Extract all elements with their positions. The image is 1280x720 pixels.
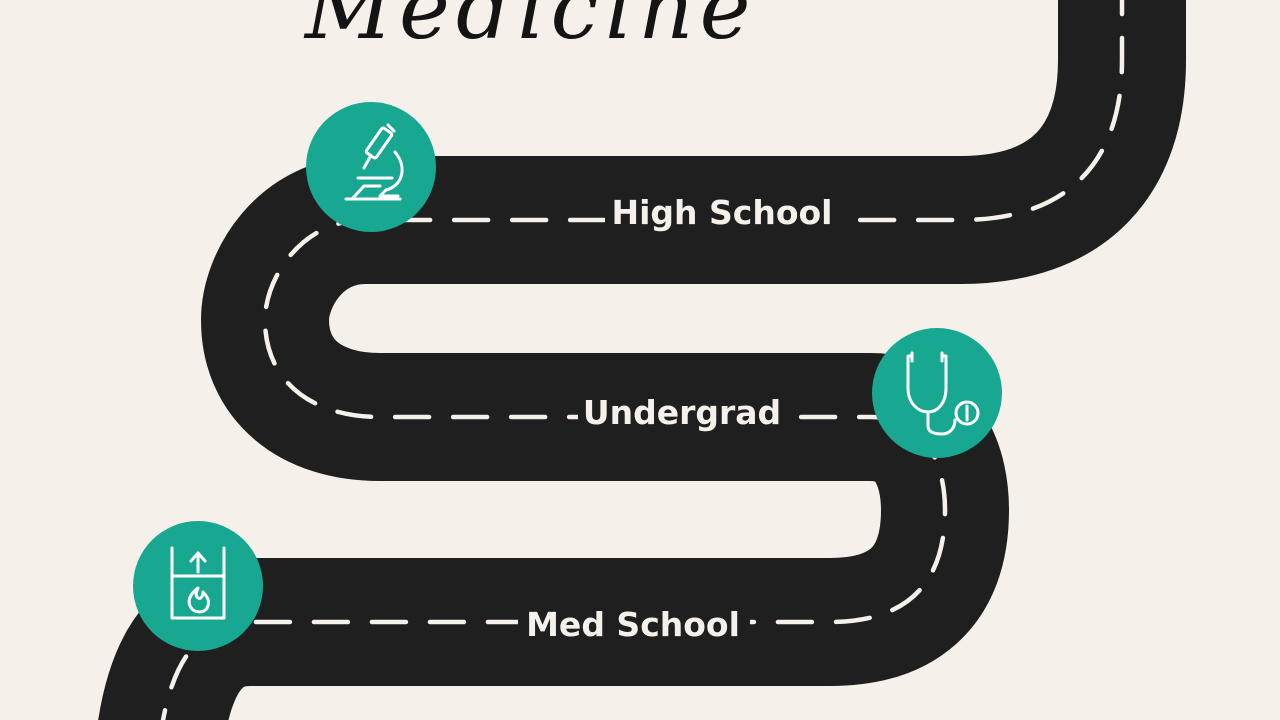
stage-label-high-school: High School xyxy=(611,193,832,232)
label-backing-undergrad xyxy=(578,392,788,440)
lab-flask-icon xyxy=(170,546,226,620)
marker-undergrad xyxy=(872,328,1002,458)
marker-high-school xyxy=(306,102,436,232)
label-backing-med-school xyxy=(518,600,750,648)
road-center-dashes xyxy=(160,0,1125,720)
microscope-icon xyxy=(344,123,404,201)
page-title: Medicine xyxy=(303,0,756,59)
stethoscope-icon xyxy=(906,351,980,436)
label-backing-high-school xyxy=(605,194,840,242)
stage-label-med-school: Med School xyxy=(526,605,740,644)
marker-med-school xyxy=(133,521,263,651)
stage-label-undergrad: Undergrad xyxy=(583,393,781,432)
